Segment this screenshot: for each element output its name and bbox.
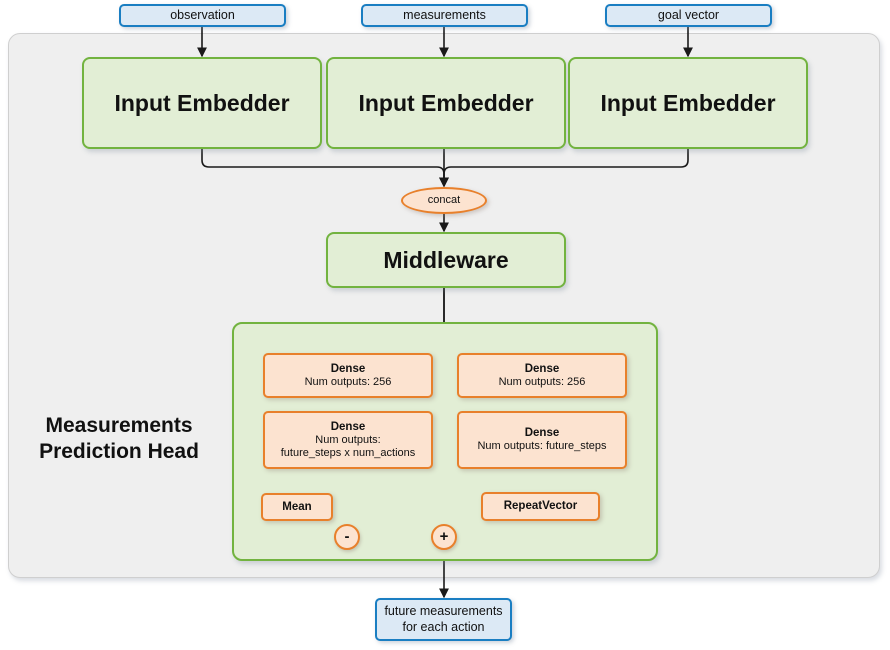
dense-left-1-outputs: Num outputs: 256 [304,375,392,388]
input-measurements-label: measurements [403,7,486,22]
mean-label: Mean [282,500,312,513]
concat-node[interactable]: concat [401,187,487,214]
operator-subtract-label: - [344,527,350,545]
input-observation-label: observation [170,7,235,22]
input-embedder-3[interactable]: Input Embedder [568,57,808,149]
output-line-1: future measurements [384,604,503,619]
dense-right-2-title: Dense [524,427,560,440]
middleware-block[interactable]: Middleware [326,232,566,288]
input-goal-vector[interactable]: goal vector [605,4,772,27]
mean-block[interactable]: Mean [261,493,333,521]
dense-right-1[interactable]: Dense Num outputs: 256 [457,353,627,398]
dense-left-1[interactable]: Dense Num outputs: 256 [263,353,433,398]
dense-right-2[interactable]: Dense Num outputs: future_steps [457,411,627,469]
dense-right-1-title: Dense [524,362,560,375]
input-measurements[interactable]: measurements [361,4,528,27]
input-embedder-3-label: Input Embedder [600,89,776,116]
operator-subtract[interactable]: - [334,524,360,550]
head-title: Measurements Prediction Head [24,413,214,464]
concat-label: concat [427,193,461,206]
input-embedder-1-label: Input Embedder [114,89,290,116]
input-goal-vector-label: goal vector [657,7,720,22]
output-line-2: for each action [402,619,485,634]
input-embedder-2[interactable]: Input Embedder [326,57,566,149]
output-future-measurements[interactable]: future measurements for each action [375,598,512,641]
head-title-line-2: Prediction Head [39,439,199,463]
head-title-line-1: Measurements [45,414,193,437]
input-observation[interactable]: observation [119,4,286,27]
repeat-vector-block[interactable]: RepeatVector [481,492,600,521]
input-embedder-1[interactable]: Input Embedder [82,57,322,149]
dense-left-2-outputs-value: future_steps x num_actions [280,447,416,459]
dense-left-2[interactable]: Dense Num outputs: future_steps x num_ac… [263,411,433,469]
dense-left-2-title: Dense [330,420,366,433]
operator-add-label: + [439,527,449,545]
dense-left-2-outputs-label: Num outputs: [315,433,381,446]
dense-left-1-title: Dense [330,362,366,375]
input-embedder-2-label: Input Embedder [358,89,534,116]
operator-add[interactable]: + [431,524,457,550]
repeat-vector-label: RepeatVector [503,500,578,513]
dense-right-1-outputs: Num outputs: 256 [498,375,586,388]
dense-right-2-outputs: Num outputs: future_steps [477,440,607,453]
middleware-label: Middleware [383,246,509,273]
